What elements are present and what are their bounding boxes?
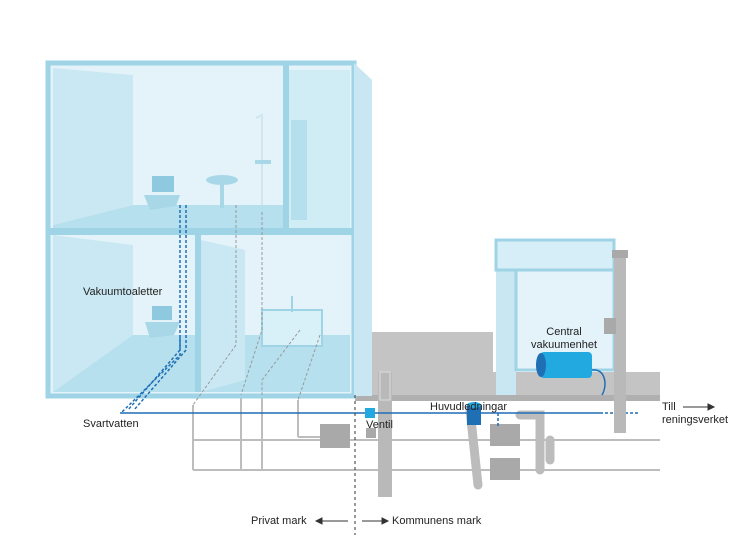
toilet-lower [145, 306, 180, 338]
manhole-shaft [378, 372, 392, 497]
house [45, 60, 372, 399]
label-reningsverket: reningsverket [662, 414, 729, 426]
label-till: Till [662, 401, 676, 413]
shower-upper [255, 113, 271, 205]
label-svartvatten: Svartvatten [83, 418, 139, 430]
label-huvudledningar: Huvudledningar [430, 401, 508, 413]
underground-pipes [192, 380, 660, 471]
valve-box-private [320, 424, 350, 448]
drain-lines [192, 205, 321, 406]
label-kommunens-mark: Kommunens mark [392, 515, 482, 527]
label-central-vakuumenhet: Central vakuumenhet [524, 326, 604, 352]
vacuum-lines [120, 205, 640, 427]
pump-box-1 [490, 424, 520, 446]
label-till-reningsverket: Till reningsverket [662, 401, 728, 427]
vacuum-station [494, 238, 628, 433]
sink-upper [206, 175, 238, 208]
label-central-line2: vakuumenhet [530, 339, 598, 351]
label-privat-mark: Privat mark [251, 515, 307, 527]
manhole-ladder [379, 371, 391, 401]
label-ventil: Ventil [366, 419, 393, 431]
toilet-upper [144, 176, 180, 210]
arrow-icons [314, 403, 716, 525]
main-pipe-cylinder [467, 402, 481, 425]
pump-box-2 [490, 458, 520, 480]
valve-box [366, 428, 376, 438]
label-central-line1: Central [546, 326, 582, 338]
vacuum-unit [536, 352, 606, 396]
label-vakuumtoaletter: Vakuumtoaletter [83, 286, 163, 298]
valve-icon [365, 408, 375, 418]
